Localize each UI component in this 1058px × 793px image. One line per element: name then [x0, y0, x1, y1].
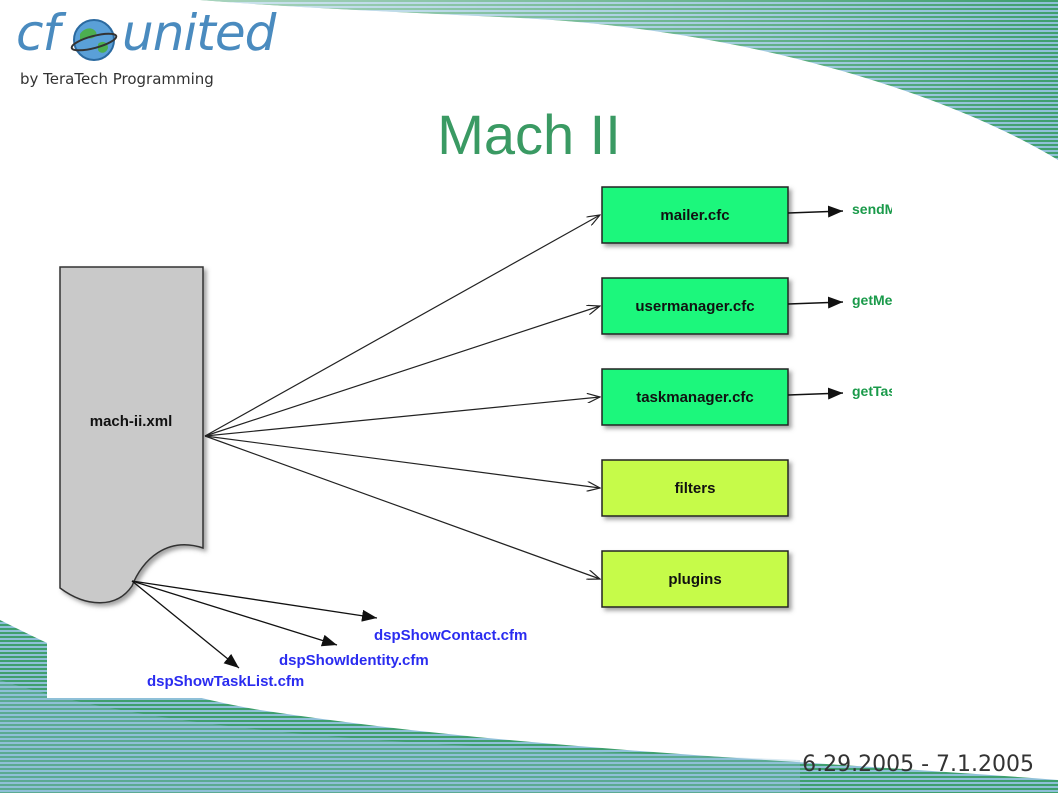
- arrow-to-mailer: [204, 215, 600, 437]
- method-label-taskmanager: getTaskList(): [852, 383, 892, 399]
- view-label-dspshowidentity: dspShowIdentity.cfm: [279, 652, 429, 669]
- node-usermanager: usermanager.cfc getMembers(): [601, 277, 944, 335]
- source-document-shape: [59, 266, 204, 604]
- node-box-taskmanager: [601, 368, 789, 426]
- arrow-to-filters: [204, 435, 600, 488]
- arrow-to-plugins: [204, 435, 600, 579]
- node-taskmanager: taskmanager.cfc getTaskList(): [601, 368, 938, 426]
- slide-title: Mach II: [437, 103, 621, 166]
- view-label-dspshowcontact: dspShowContact.cfm: [374, 627, 527, 644]
- architecture-diagram: mach-ii.xml mailer.cfc sendMail() usermana…: [59, 186, 944, 690]
- view-label-dspshowtasklist: dspShowTaskList.cfm: [147, 673, 304, 690]
- node-mailer: mailer.cfc sendMail(): [601, 186, 921, 244]
- logo-tagline: by TeraTech Programming: [20, 70, 214, 88]
- node-box-usermanager: [601, 277, 789, 335]
- node-label-taskmanager: taskmanager.cfc: [636, 389, 754, 406]
- arrow-to-taskmanager: [204, 397, 600, 437]
- node-box-plugins: [601, 550, 789, 608]
- method-arrow-usermanager: [787, 296, 844, 309]
- arrow-to-usermanager: [204, 306, 600, 437]
- source-label: mach-ii.xml: [90, 413, 173, 430]
- arrow-to-dspshowidentity: [131, 580, 338, 647]
- method-label-usermanager: getMembers(): [852, 292, 892, 308]
- node-plugins: plugins: [601, 550, 789, 608]
- node-box-filters: [601, 459, 789, 517]
- globe-icon: [70, 19, 118, 61]
- method-label-mailer: sendMail(): [852, 201, 892, 217]
- node-label-plugins: plugins: [668, 571, 721, 588]
- node-label-filters: filters: [675, 480, 716, 497]
- arrow-to-dspshowcontact: [131, 580, 378, 622]
- logo-brand-united: united: [122, 4, 276, 62]
- arrow-to-dspshowtasklist: [131, 580, 240, 669]
- view-nodes: dspShowContact.cfm dspShowIdentity.cfm dsp…: [131, 580, 527, 690]
- cfunited-logo: cf united by TeraTech Programming: [12, 4, 312, 94]
- method-arrow-mailer: [787, 205, 844, 218]
- node-box-mailer: [601, 186, 789, 244]
- logo-brand-cf: cf: [16, 4, 60, 62]
- diagram-canvas: mach-ii.xml mailer.cfc sendMail() usermana…: [47, 168, 944, 698]
- node-label-mailer: mailer.cfc: [660, 207, 729, 224]
- node-filters: filters: [601, 459, 789, 517]
- method-arrow-taskmanager: [787, 387, 844, 400]
- node-label-usermanager: usermanager.cfc: [635, 298, 754, 315]
- slide-date: 6.29.2005 - 7.1.2005: [802, 752, 1034, 777]
- target-nodes: mailer.cfc sendMail() usermanager.cfc getMe…: [204, 186, 944, 608]
